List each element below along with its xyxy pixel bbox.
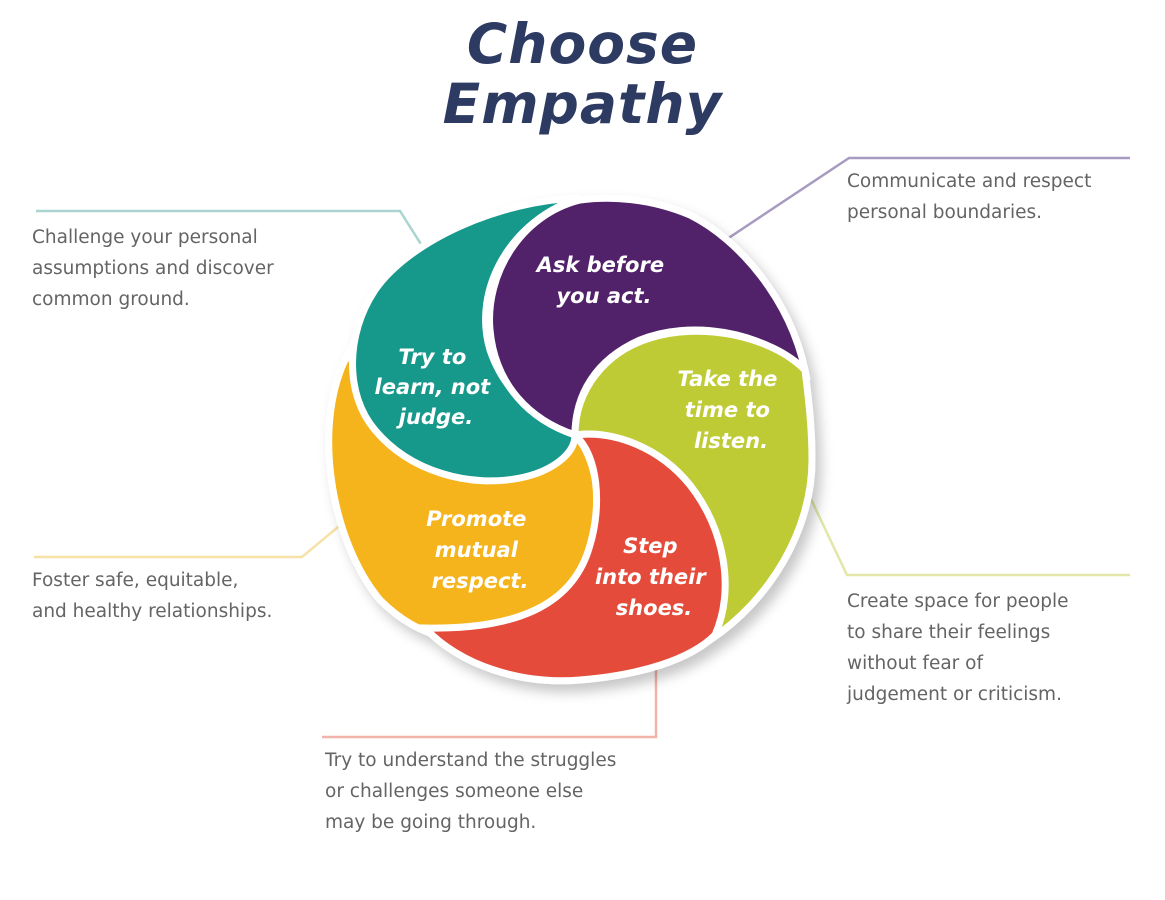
wheel-petals (325, 194, 816, 685)
title-line-1: Choose (466, 12, 699, 76)
note-yellow-line: and healthy relationships. (32, 601, 273, 622)
label-teal-line: learn, not (375, 375, 492, 399)
note-teal-line: common ground. (32, 289, 190, 310)
label-yellow: Promote mutual respect. (426, 507, 533, 593)
title-line-2: Empathy (442, 72, 723, 136)
label-teal-line: judge. (396, 405, 473, 429)
note-lime-line: without fear of (847, 653, 983, 674)
label-lime: Take the time to listen. (677, 367, 784, 453)
page-title: Choose Empathy (0, 14, 1165, 134)
label-yellow-line: respect. (432, 569, 529, 593)
label-purple-line: you act. (556, 284, 651, 308)
note-yellow-line: Foster safe, equitable, (32, 570, 239, 591)
connector-yellow (34, 506, 363, 559)
label-yellow-line: Promote (426, 507, 526, 531)
note-lime: Create space for people to share their f… (847, 586, 1069, 710)
label-red: Step into their shoes. (595, 534, 713, 620)
label-lime-line: listen. (694, 429, 768, 453)
label-lime-line: time to (685, 398, 770, 422)
note-lime-line: to share their feelings (847, 622, 1051, 643)
label-red-line: into their (595, 565, 707, 589)
connector-purple (702, 156, 1130, 257)
note-red: Try to understand the struggles or chall… (325, 745, 616, 838)
note-lime-line: Create space for people (847, 591, 1069, 612)
note-lime-line: judgement or criticism. (847, 684, 1062, 705)
label-teal-line: Try to (398, 345, 466, 369)
label-red-line: shoes. (616, 596, 693, 620)
label-purple: Ask before you act. (535, 253, 672, 308)
petal-red (416, 430, 729, 685)
label-red-line: Step (623, 534, 677, 558)
note-red-line: may be going through. (325, 812, 537, 833)
label-purple-line: Ask before (535, 253, 664, 277)
note-teal-line: assumptions and discover (32, 258, 274, 279)
note-purple-line: Communicate and respect (847, 171, 1092, 192)
note-yellow: Foster safe, equitable, and healthy rela… (32, 565, 272, 627)
label-teal: Try to learn, not judge. (375, 345, 498, 429)
note-teal: Challenge your personal assumptions and … (32, 222, 274, 315)
connector-red (322, 645, 658, 739)
note-red-line: Try to understand the struggles (325, 750, 617, 771)
note-purple: Communicate and respect personal boundar… (847, 166, 1091, 228)
label-yellow-line: mutual (435, 538, 519, 562)
label-lime-line: Take the (677, 367, 777, 391)
note-red-line: or challenges someone else (325, 781, 584, 802)
petal-teal (349, 194, 582, 485)
connector-lime (788, 454, 1130, 577)
note-teal-line: Challenge your personal (32, 227, 258, 248)
note-purple-line: personal boundaries. (847, 202, 1043, 223)
